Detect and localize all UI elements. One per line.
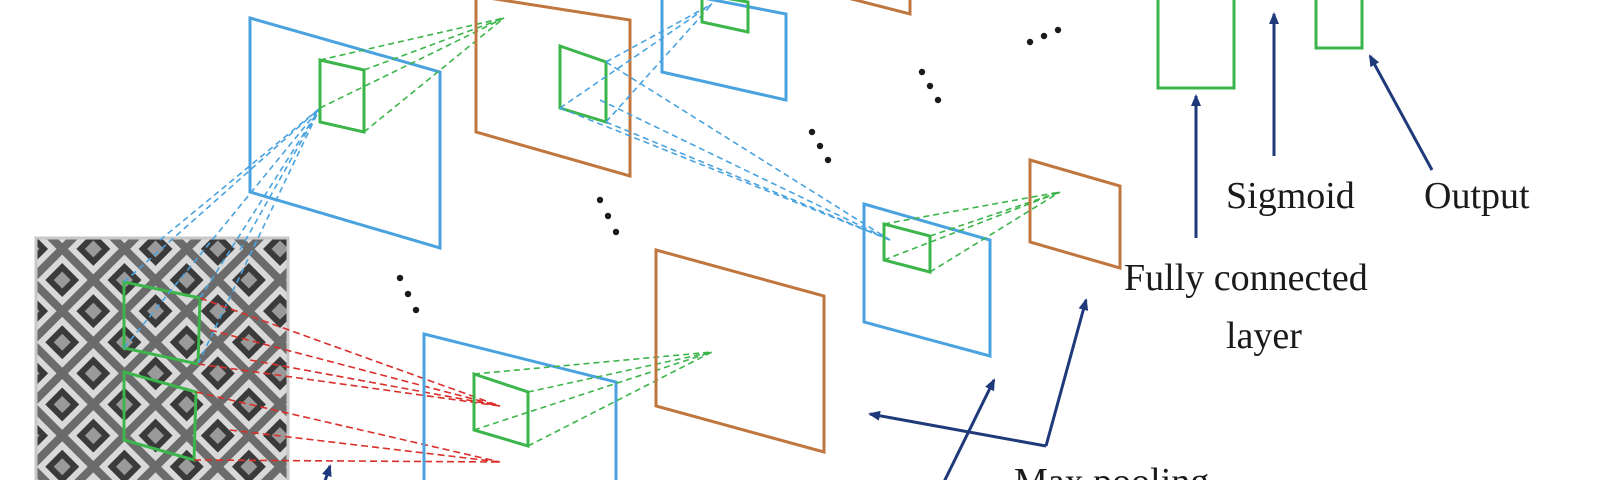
- pool1-kernel: [558, 43, 608, 125]
- input-image: [34, 236, 290, 480]
- conv2-kernel: [700, 0, 750, 34]
- output-label: Output: [1424, 175, 1530, 217]
- pool1-to-conv2-connections: [559, 3, 891, 241]
- fully-connected-label-line1: Fully connected: [1124, 257, 1368, 299]
- conv3-kernel: [472, 371, 530, 449]
- conv4-kernel: [882, 222, 932, 274]
- fully-connected-label-line2: layer: [1226, 315, 1302, 357]
- text-labels: Sigmoid Output Fully connected layer Max…: [1014, 175, 1530, 480]
- pool-feature-map-1: [474, 0, 632, 178]
- pool-feature-map-3: [654, 248, 826, 454]
- conv3-to-pool3-connections: [473, 351, 713, 447]
- conv-feature-map-3: [422, 332, 618, 480]
- pool-feature-map-4: [1028, 158, 1122, 270]
- max-pooling-arrow-right: [1044, 298, 1089, 447]
- sigmoid-label: Sigmoid: [1226, 175, 1355, 217]
- output-box: [1314, 0, 1364, 50]
- input-to-conv1-connections: [123, 107, 321, 365]
- fully-connected-box: [1156, 0, 1236, 90]
- conv-feature-map-2: [660, 0, 788, 102]
- ellipsis-dots: [396, 26, 1062, 314]
- max-pooling-arrow-mid: [943, 378, 996, 480]
- pool-feature-map-2: [849, 0, 912, 16]
- conv1-to-pool1-connections: [319, 17, 505, 133]
- input-to-conv-lower-connections: [193, 297, 501, 463]
- conv1-kernel: [318, 58, 366, 134]
- max-pooling-label: Max pooling: [1014, 461, 1209, 480]
- annotation-arrows: [322, 12, 1434, 480]
- conv4-to-pool4-connections: [883, 191, 1061, 273]
- input-arrow: [322, 464, 332, 480]
- output-arrow: [1368, 54, 1434, 171]
- max-pooling-arrow-left: [868, 410, 1047, 448]
